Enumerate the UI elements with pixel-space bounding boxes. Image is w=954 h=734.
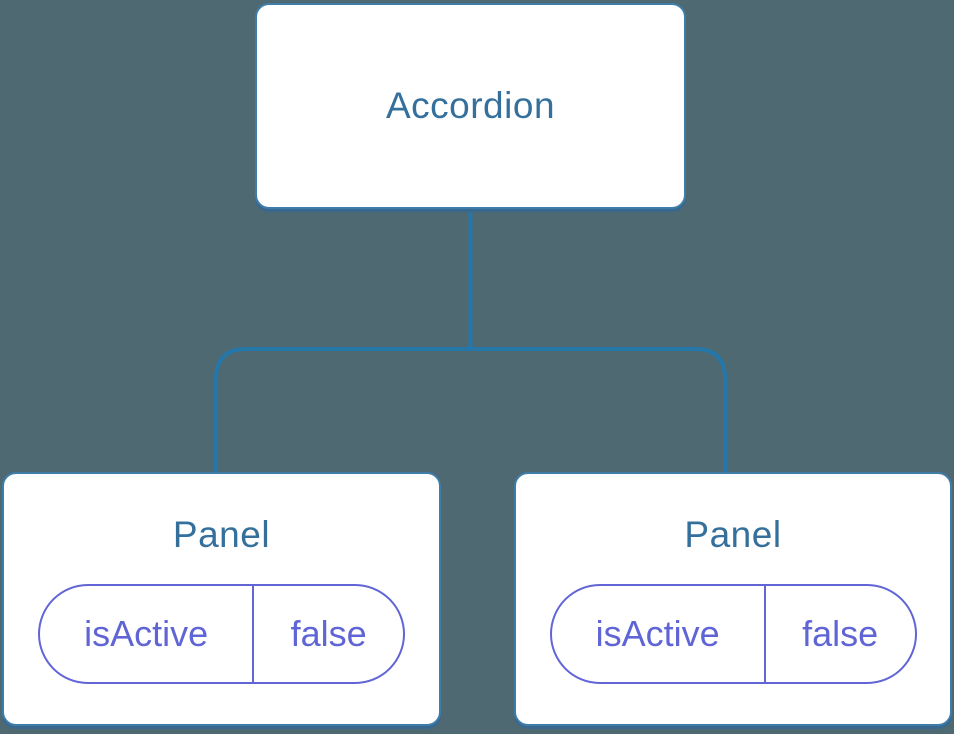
state-value-cell: false (766, 586, 915, 682)
state-key-label: isActive (84, 613, 209, 654)
state-key-cell: isActive (40, 586, 255, 682)
panel-node-right: Panel isActive false (514, 472, 952, 726)
state-value-label: false (802, 613, 879, 654)
panel-body: Panel isActive false (549, 514, 917, 684)
state-key-cell: isActive (552, 586, 766, 682)
panel-node-label: Panel (172, 514, 271, 555)
state-value-cell: false (254, 586, 403, 682)
state-key-label: isActive (595, 613, 720, 654)
state-value-label: false (290, 613, 367, 654)
panel-body: Panel isActive false (38, 514, 405, 684)
state-pill: isActive false (38, 584, 405, 684)
accordion-node-label: Accordion (385, 85, 556, 126)
state-pill: isActive false (549, 584, 917, 684)
panel-node-label: Panel (684, 514, 782, 555)
panel-node-left: Panel isActive false (2, 472, 441, 726)
accordion-node: Accordion (255, 3, 686, 209)
